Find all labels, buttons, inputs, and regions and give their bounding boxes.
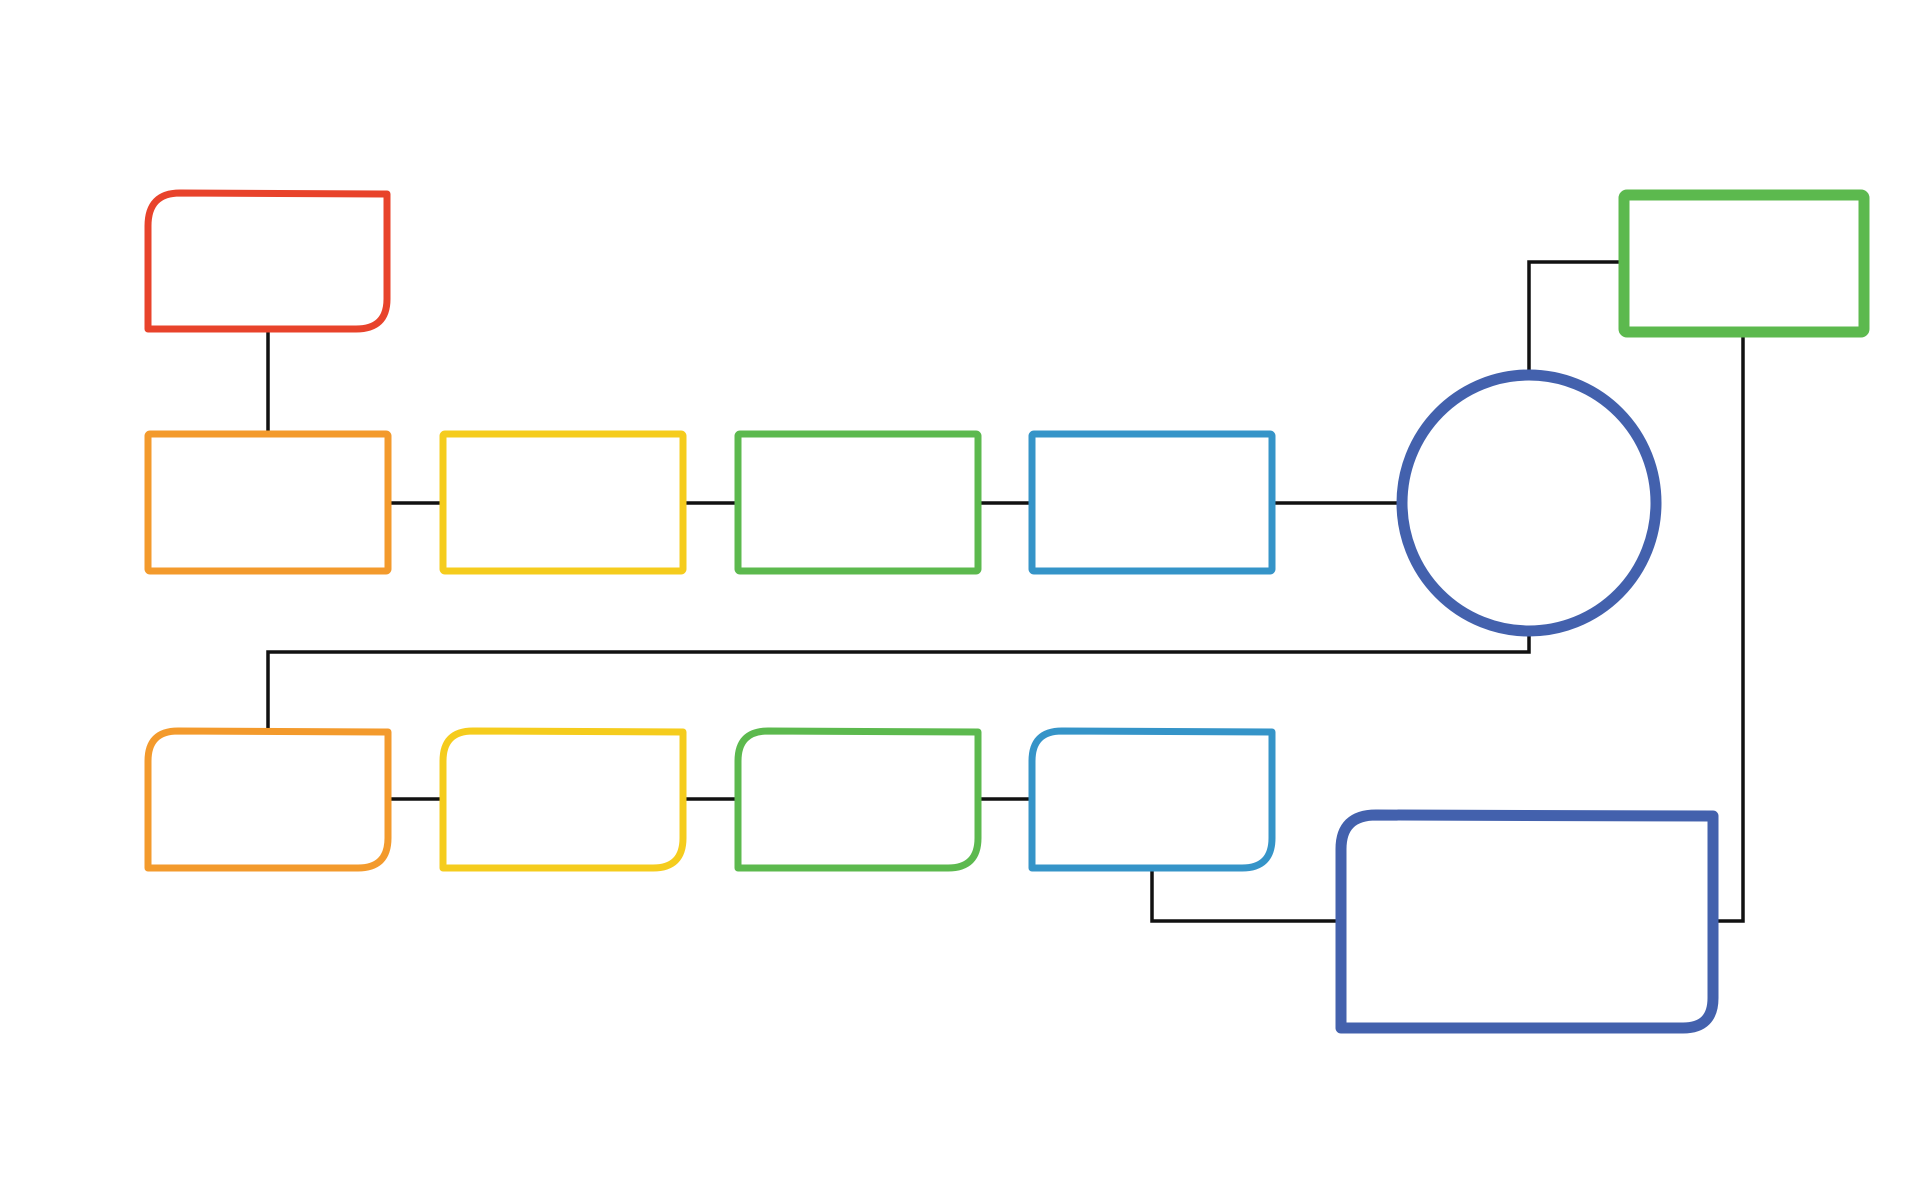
row1-box-3[interactable] (734, 430, 982, 575)
row2-box-3[interactable] (734, 727, 982, 872)
edge-top-right-box-to-bottom-right-box (1714, 332, 1745, 923)
row1-box-4[interactable] (1028, 430, 1276, 575)
top-right-box[interactable] (1618, 189, 1870, 338)
nodes (144, 189, 1870, 1034)
connectors (266, 260, 1745, 923)
row2-box-2[interactable] (439, 727, 687, 872)
top-left-box[interactable] (144, 189, 391, 333)
edge-row2-box-4-to-bottom-right-box (1150, 868, 1342, 923)
hub-circle[interactable] (1396, 369, 1662, 637)
edge-hub-circle-to-row2-box-1 (266, 630, 1531, 732)
row2-box-4[interactable] (1028, 727, 1276, 872)
edge-hub-circle-to-top-right-box (1527, 260, 1624, 376)
row1-box-2[interactable] (439, 430, 687, 575)
bottom-right-box[interactable] (1335, 809, 1719, 1034)
row1-box-1[interactable] (144, 430, 392, 575)
row2-box-1[interactable] (144, 727, 392, 872)
